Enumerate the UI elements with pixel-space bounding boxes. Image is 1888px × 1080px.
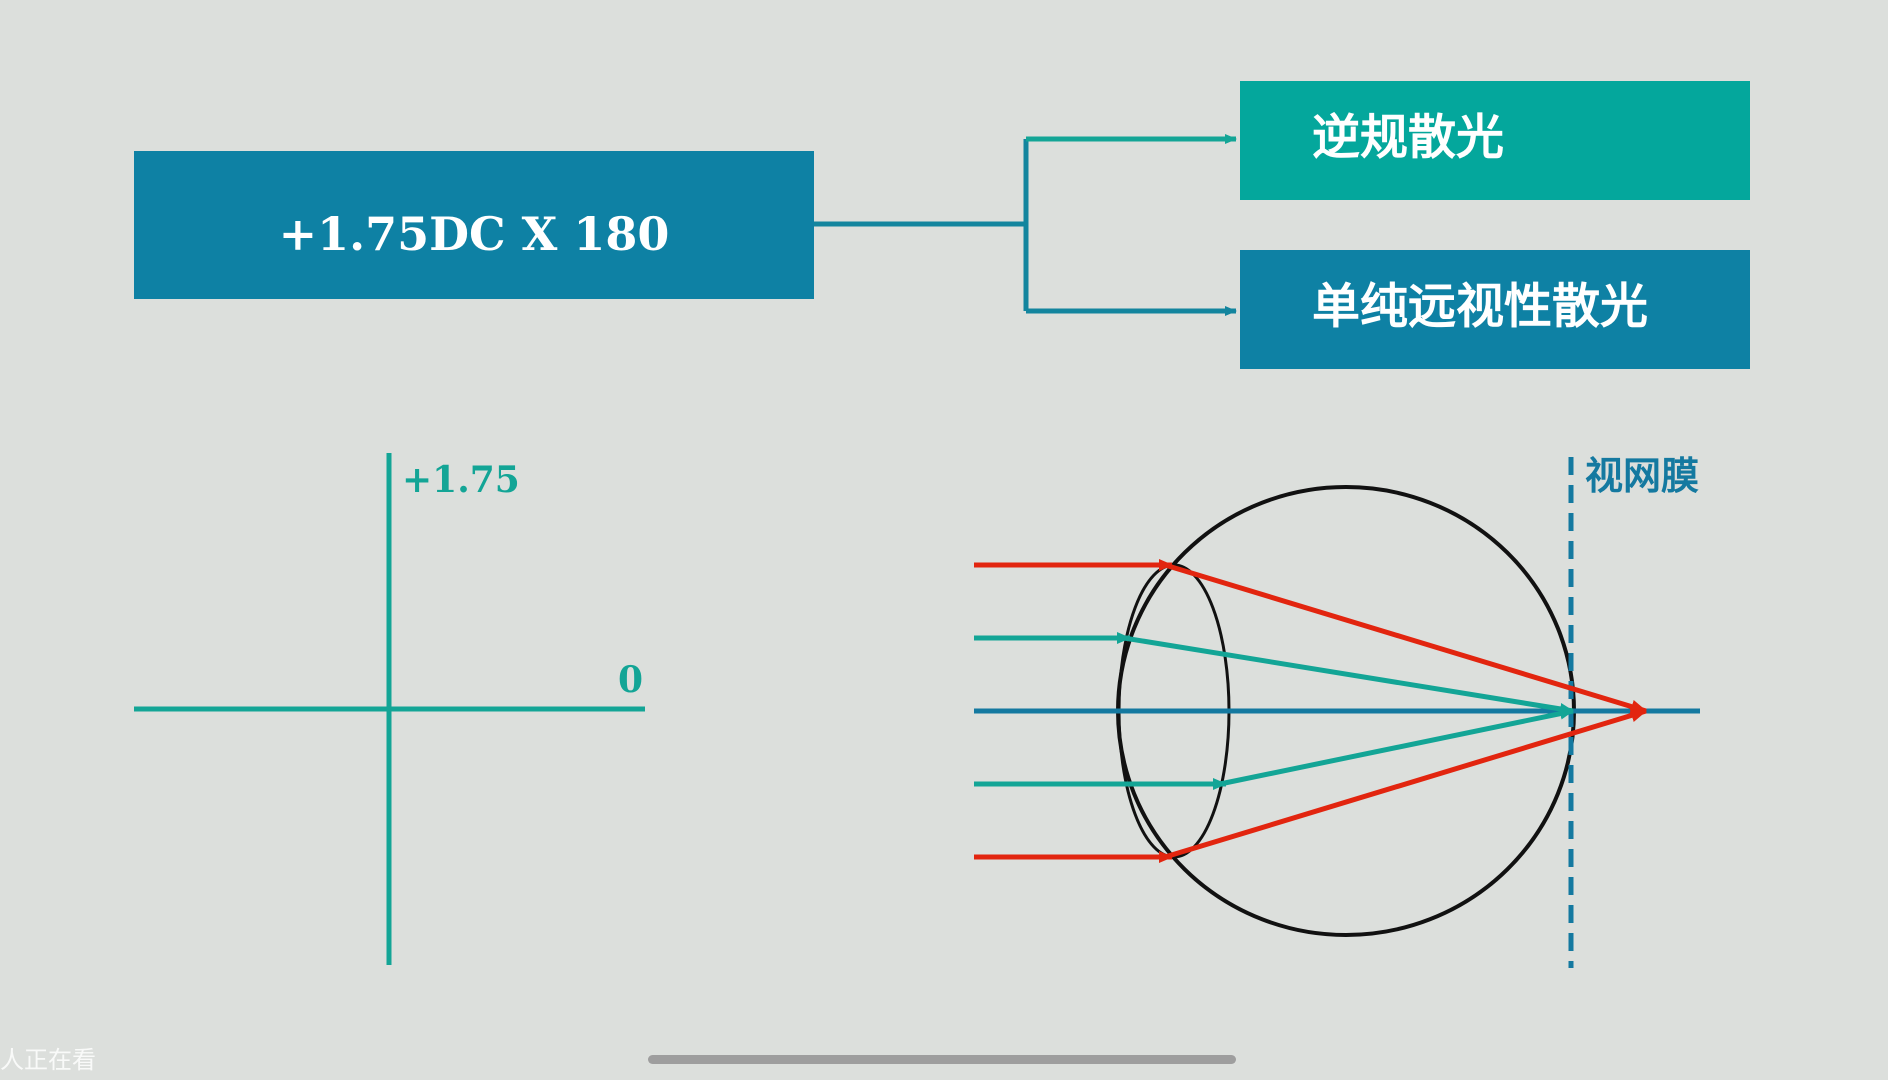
power-cross: +1.75 0 (134, 453, 645, 965)
prescription-box: +1.75DC X 180 (134, 151, 814, 299)
outcome-label-1: 单纯远视性散光 (1312, 279, 1648, 335)
power-cross-horizontal-label: 0 (618, 659, 643, 701)
outcome-box-simple-hyperopic: 单纯远视性散光 (1240, 250, 1750, 369)
eye-diagram: 视网膜 (974, 453, 1700, 968)
outer-ray-top-refracted (1164, 562, 1647, 714)
retina-label: 视网膜 (1585, 453, 1699, 498)
outer-ray-bottom-refracted (1164, 708, 1647, 860)
outcome-box-against-rule: 逆规散光 (1240, 81, 1750, 200)
viewer-count-watermark: 人正在看 (0, 1046, 96, 1074)
outcome-rect-1 (1240, 250, 1750, 369)
prescription-label: +1.75DC X 180 (279, 207, 670, 261)
inner-ray-top-refracted (1123, 635, 1574, 715)
outcome-label-0: 逆规散光 (1312, 110, 1504, 166)
power-cross-vertical-label: +1.75 (402, 459, 520, 501)
outcome-rect-0 (1240, 81, 1750, 200)
connector (814, 134, 1237, 316)
home-indicator-bar[interactable] (648, 1055, 1236, 1064)
inner-ray-bottom-refracted (1219, 707, 1574, 787)
